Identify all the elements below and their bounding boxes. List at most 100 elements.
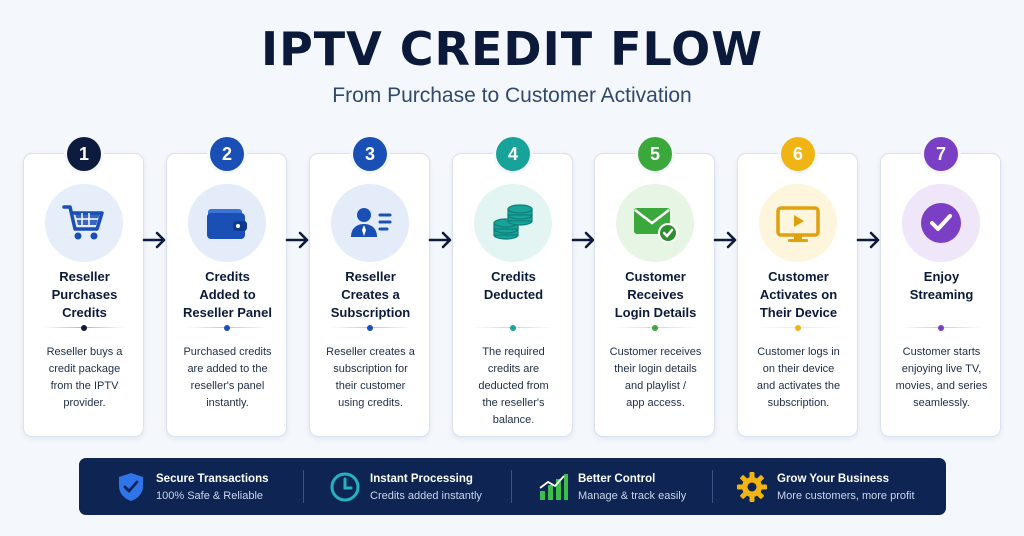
flow-arrow-icon <box>713 230 739 250</box>
step-title-line: Credits <box>205 269 250 284</box>
step-description-line: using credits. <box>338 397 403 409</box>
step-divider <box>44 324 125 331</box>
step-description: Customer receives their login details and … <box>605 344 706 412</box>
clock-icon <box>329 471 361 503</box>
feature-title: Better Control <box>578 473 656 485</box>
step-number-badge: 5 <box>638 137 672 171</box>
step-description-line: Reseller buys a <box>46 346 123 358</box>
gear-icon <box>736 471 768 503</box>
step-divider <box>330 324 411 331</box>
shopping-cart-icon <box>45 184 123 262</box>
step-description-line: balance. <box>492 414 535 426</box>
step-description-line: seamlessly. <box>913 397 970 409</box>
flow-arrow-icon <box>856 230 882 250</box>
step-title-line: Creates a <box>341 287 400 302</box>
tv-play-icon <box>759 184 837 262</box>
step-description-line: app access. <box>626 397 685 409</box>
step-title-line: Deducted <box>483 287 544 302</box>
feature-title: Grow Your Business <box>777 473 890 485</box>
step-description-line: and playlist / <box>624 380 687 392</box>
step-title-line: Purchases <box>51 287 118 302</box>
step-description-line: provider. <box>63 397 106 409</box>
step-title-line: Enjoy <box>923 269 960 284</box>
feature-separator <box>303 470 304 503</box>
step-description-line: their login details <box>614 363 697 375</box>
flow-arrow-icon <box>428 230 454 250</box>
step-divider <box>615 324 696 331</box>
check-circle-icon <box>902 184 980 262</box>
coin-stack-icon <box>474 184 552 262</box>
feature-subtitle: Credits added instantly <box>370 490 482 502</box>
step-description-line: the reseller's <box>482 397 545 409</box>
step-description-line: their customer <box>335 380 406 392</box>
step-description: Reseller creates a subscription for their … <box>320 344 421 412</box>
feature-separator <box>712 470 713 503</box>
step-title-line: Login Details <box>614 305 697 320</box>
step-title-line: Credits <box>491 269 536 284</box>
step-title-line: Customer <box>625 269 686 284</box>
step-title-line: Their Device <box>759 305 838 320</box>
step-title-line: Reseller <box>345 269 396 284</box>
step-number-badge: 1 <box>67 137 101 171</box>
email-check-icon <box>616 184 694 262</box>
step-number-badge: 6 <box>781 137 815 171</box>
step-title-line: Credits <box>62 305 107 320</box>
step-description-line: Customer receives <box>609 346 702 358</box>
step-description-line: enjoying live TV, <box>901 363 982 375</box>
step-number-badge: 7 <box>924 137 958 171</box>
step-number-badge: 3 <box>353 137 387 171</box>
user-subscription-icon <box>331 184 409 262</box>
bar-chart-icon <box>537 471 569 503</box>
step-description-line: Reseller creates a <box>326 346 415 358</box>
step-description-line: instantly. <box>206 397 249 409</box>
flow-arrow-icon <box>142 230 168 250</box>
step-description: Customer starts enjoying live TV, movies, … <box>891 344 992 412</box>
step-description-line: and activates the <box>756 380 841 392</box>
step-description-line: Customer starts <box>902 346 981 358</box>
feature-subtitle: Manage & track easily <box>578 490 687 502</box>
step-title-line: Receives <box>627 287 684 302</box>
step-description-line: credits are <box>487 363 540 375</box>
page-subtitle: From Purchase to Customer Activation <box>332 84 692 107</box>
flow-arrow-icon <box>571 230 597 250</box>
step-title-line: Added to <box>199 287 256 302</box>
feature-title: Secure Transactions <box>156 473 269 485</box>
step-title-line: Activates on <box>759 287 838 302</box>
step-title-line: Customer <box>768 269 829 284</box>
step-description-line: subscription. <box>767 397 830 409</box>
step-description-line: reseller's panel <box>190 380 265 392</box>
feature-title: Instant Processing <box>370 473 473 485</box>
feature-subtitle: More customers, more profit <box>777 490 915 502</box>
step-description-line: The required <box>482 346 545 358</box>
step-divider <box>473 324 554 331</box>
feature-subtitle: 100% Safe & Reliable <box>156 490 264 502</box>
step-divider <box>187 324 268 331</box>
step-number-badge: 2 <box>210 137 244 171</box>
step-description-line: on their device <box>762 363 835 375</box>
step-title-line: Subscription <box>330 305 411 320</box>
step-description-line: from the IPTV <box>50 380 119 392</box>
step-title-line: Reseller <box>59 269 110 284</box>
step-description-line: are added to the <box>187 363 268 375</box>
shield-check-icon <box>115 471 147 503</box>
flow-arrow-icon <box>285 230 311 250</box>
step-description-line: movies, and series <box>895 380 988 392</box>
step-divider <box>758 324 839 331</box>
step-description-line: subscription for <box>333 363 408 375</box>
